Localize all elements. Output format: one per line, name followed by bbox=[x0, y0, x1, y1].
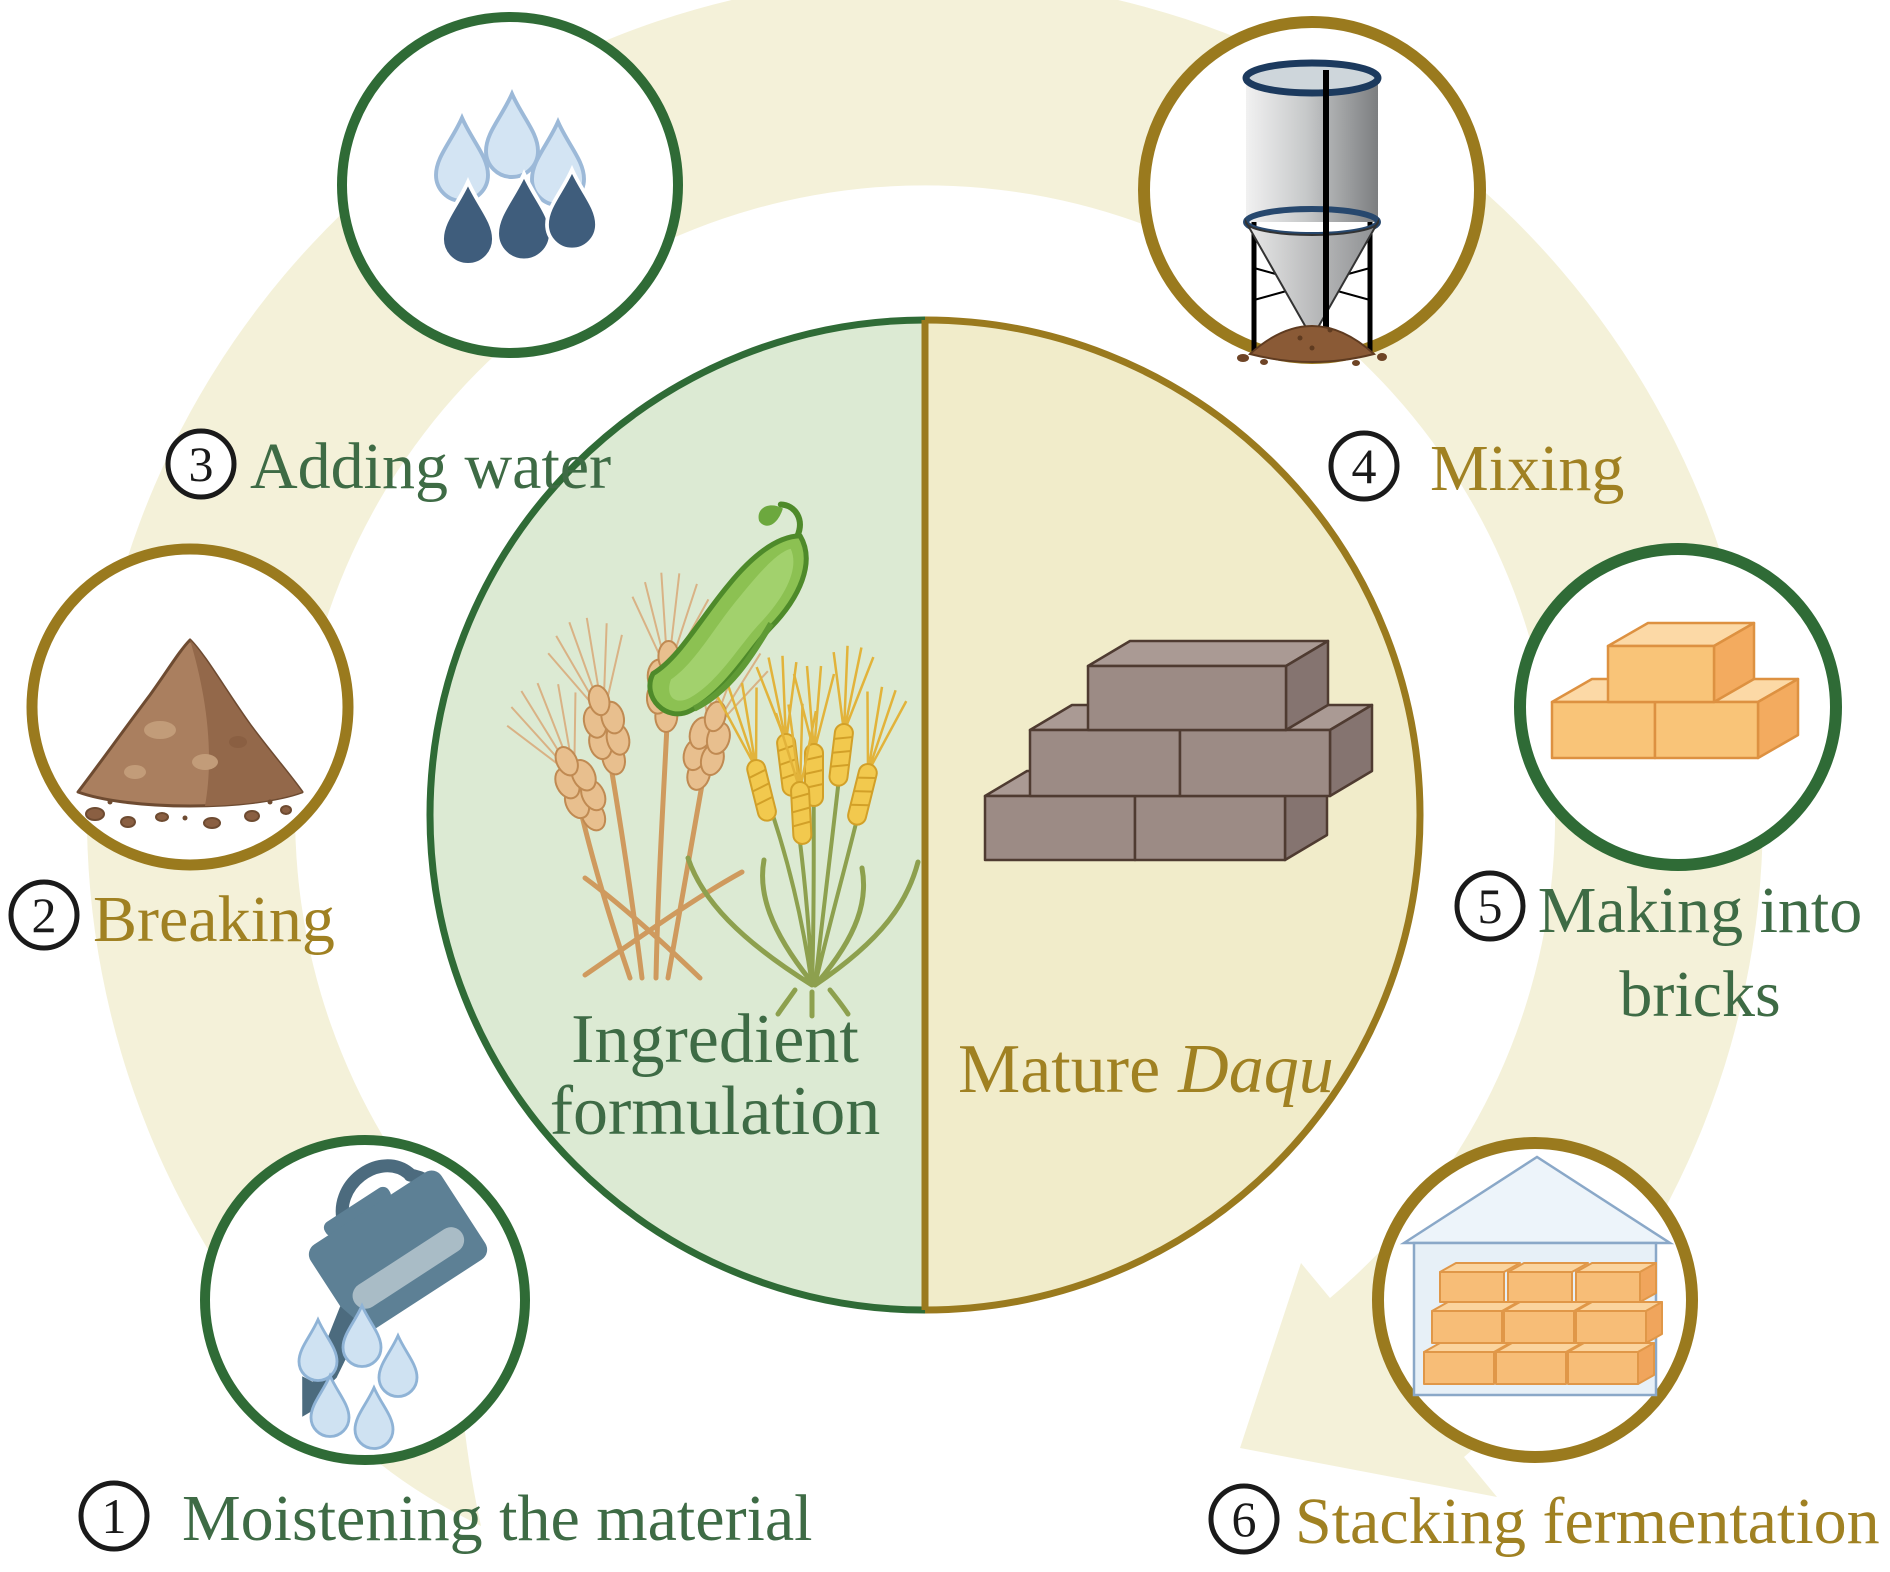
water-drops-icon bbox=[434, 89, 599, 267]
formed-bricks-icon bbox=[1550, 621, 1800, 760]
watering-can-icon bbox=[297, 1159, 488, 1450]
step-3-circle bbox=[337, 12, 683, 358]
stacking-room-icon bbox=[1399, 1155, 1675, 1397]
step-2-label: Breaking bbox=[93, 883, 335, 956]
step-3-label: Adding water bbox=[250, 430, 611, 503]
barley-icon bbox=[685, 645, 921, 1019]
powder-pile-icon bbox=[76, 638, 304, 829]
step-2: 2 Breaking bbox=[8, 543, 354, 956]
step-3-number-ring bbox=[165, 428, 237, 500]
step-2-number-ring bbox=[8, 879, 80, 951]
step-1-number-ring bbox=[78, 1480, 150, 1552]
bean-pod-icon bbox=[647, 501, 809, 717]
step-6-number-ring bbox=[1208, 1483, 1280, 1555]
step-4-number-ring bbox=[1328, 430, 1400, 502]
daqu-brick-stack-icon bbox=[983, 639, 1374, 862]
step-5-number-ring bbox=[1454, 870, 1526, 942]
step-1: 1 Moistening the material bbox=[78, 1135, 813, 1555]
center-left-label-line2: formulation bbox=[550, 1073, 880, 1150]
step-1-label: Moistening the material bbox=[182, 1482, 813, 1555]
step-1-number: 1 bbox=[102, 1488, 127, 1544]
step-3-number: 3 bbox=[189, 436, 214, 492]
center-left-label-line1: Ingredient bbox=[571, 1001, 859, 1078]
step-4: 4 Mixing bbox=[1138, 16, 1624, 505]
step-4-number: 4 bbox=[1352, 438, 1377, 494]
step-5-label-line1: Making into bbox=[1538, 874, 1863, 947]
step-6-number: 6 bbox=[1232, 1491, 1257, 1547]
step-2-number: 2 bbox=[32, 887, 57, 943]
step-5: 5 Making into bricks bbox=[1454, 543, 1863, 1031]
step-4-label: Mixing bbox=[1430, 432, 1624, 505]
step-6: 6 Stacking fermentation bbox=[1208, 1137, 1880, 1558]
step-6-label: Stacking fermentation bbox=[1295, 1485, 1880, 1558]
step-3: 3 Adding water bbox=[165, 12, 683, 503]
step-5-label-line2: bricks bbox=[1619, 958, 1780, 1031]
mixing-hopper-icon bbox=[1237, 59, 1387, 366]
step-5-number: 5 bbox=[1478, 878, 1503, 934]
